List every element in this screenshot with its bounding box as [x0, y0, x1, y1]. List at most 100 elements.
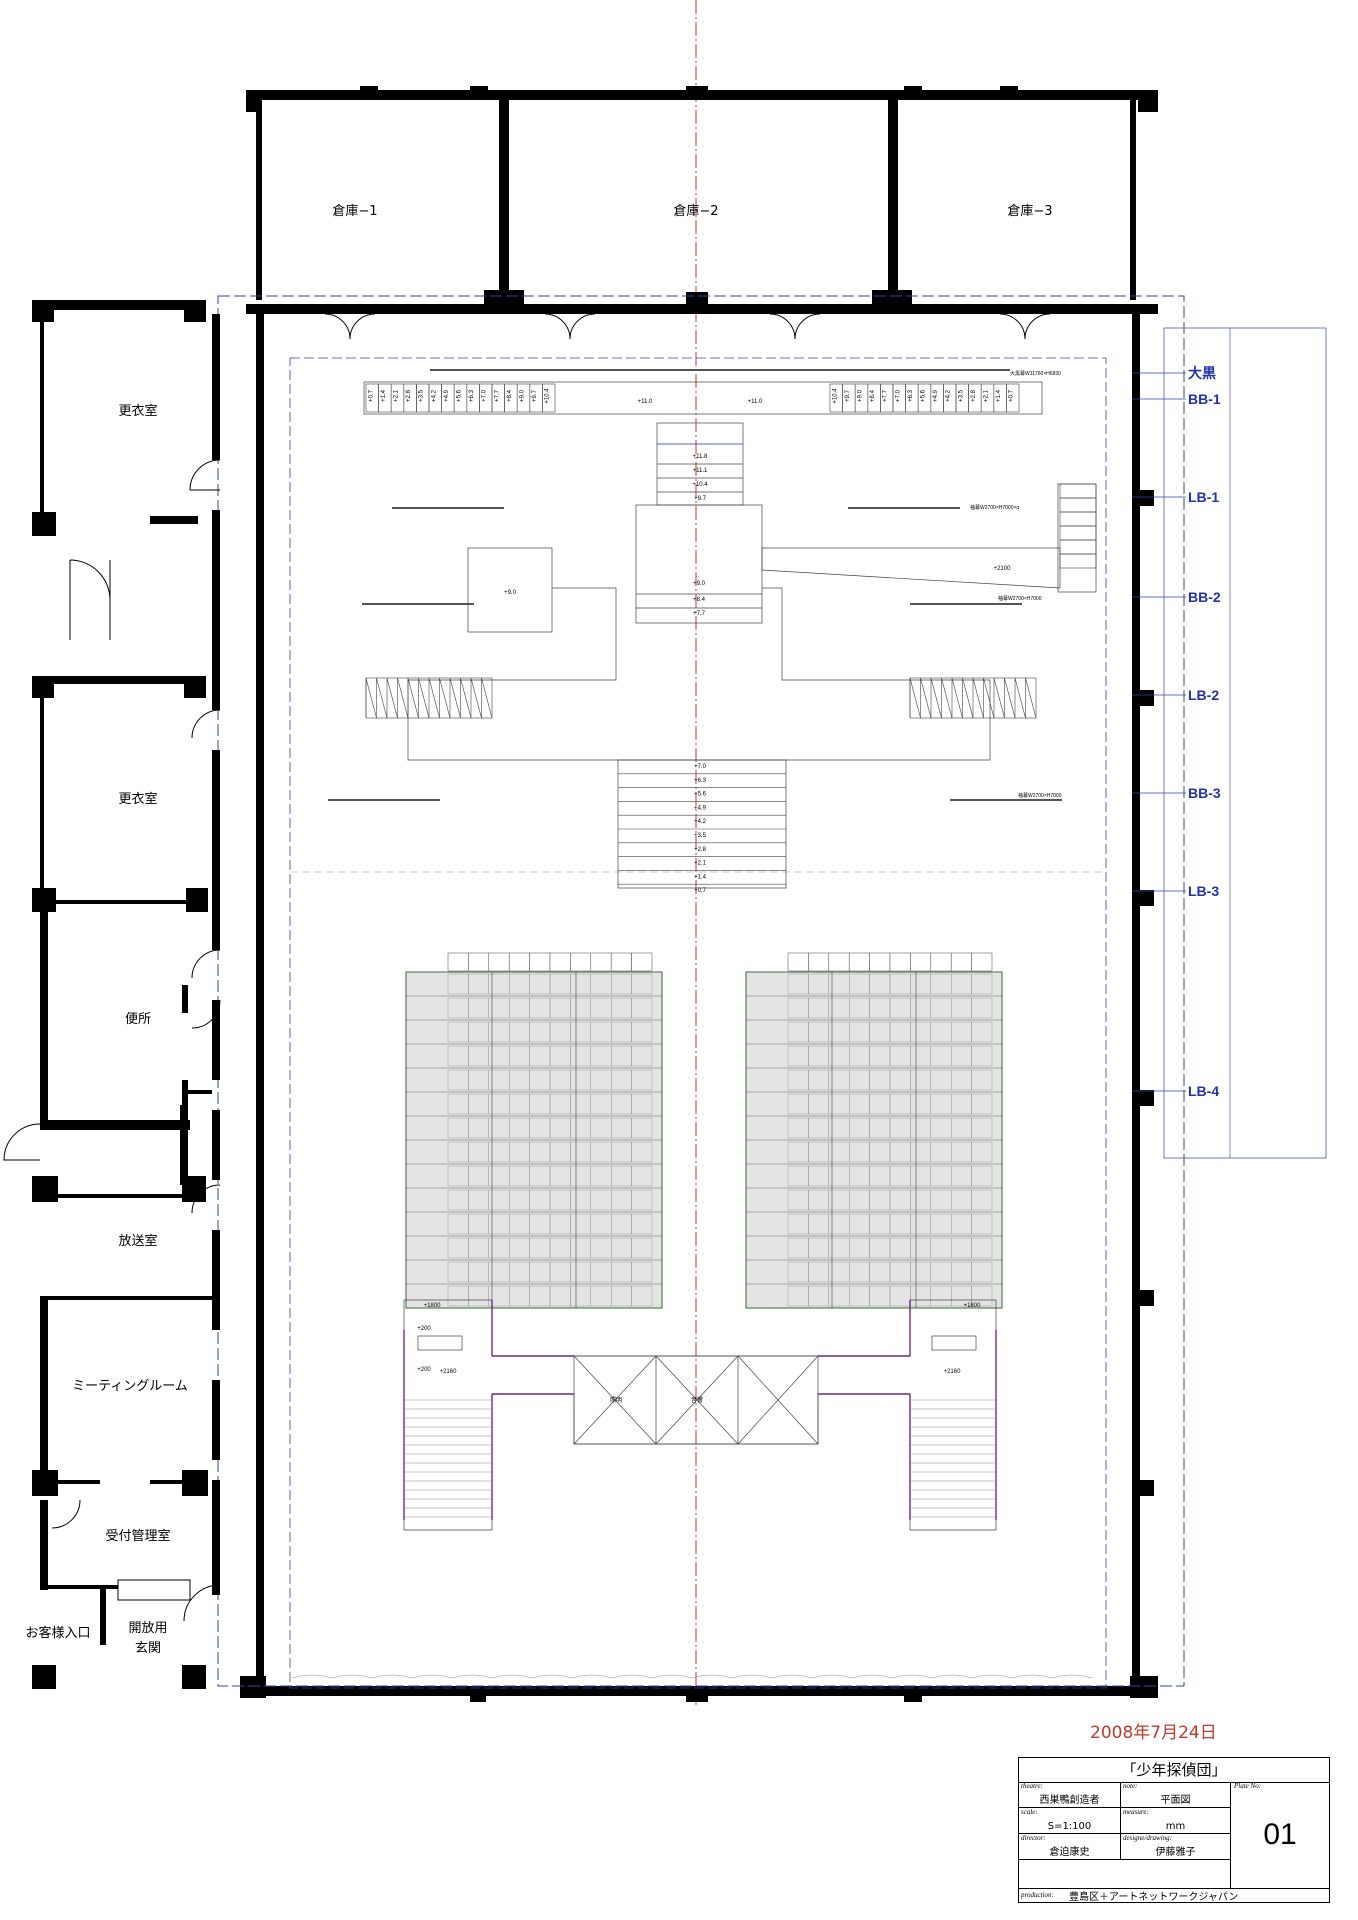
- side-step-tread: [962, 677, 974, 719]
- side-step-tread: [460, 677, 472, 719]
- storage3-label: 倉庫−3: [1007, 204, 1052, 219]
- side-step-tread: [983, 677, 995, 719]
- side-step-tread: [407, 677, 419, 719]
- center-block-level: +8.4: [693, 597, 706, 603]
- step-level: +0.7: [1009, 389, 1015, 402]
- note-value: 平面図: [1160, 1795, 1191, 1806]
- seat: [447, 952, 469, 972]
- seat: [971, 1213, 993, 1235]
- step-level: +4.9: [444, 389, 450, 402]
- theatre-value: 西巣鴨創造者: [1039, 1795, 1100, 1806]
- seat: [787, 952, 809, 972]
- step-level: +2.8: [971, 389, 977, 402]
- main-stair-level: +2.8: [694, 847, 707, 853]
- side-step-units: [365, 483, 1097, 719]
- date-label: 2008年7月24日: [1090, 1723, 1217, 1743]
- seat: [971, 1117, 993, 1139]
- seat: [631, 1213, 653, 1235]
- seat: [631, 973, 653, 995]
- step-level: +7.0: [482, 389, 488, 402]
- seat: [910, 952, 932, 972]
- dashed-outline-inner: [289, 357, 1107, 1689]
- seat: [971, 1141, 993, 1163]
- side-step-tread: [428, 677, 440, 719]
- curtain-top-label: 大黒幕W11760×H6830: [1010, 370, 1061, 377]
- main-stair-level: +1.4: [694, 874, 707, 880]
- main-stair-level: +7.0: [694, 764, 707, 770]
- upper-stair-level: +11.8: [693, 454, 708, 460]
- title-block: 「少年探偵団」 theatre: 西巣鴨創造者 note: 平面図 scale:…: [1018, 1757, 1330, 1903]
- curtain-1-label: 袖幕W2700×H7000×α: [970, 504, 1019, 511]
- design-value: 伊藤雅子: [1155, 1847, 1196, 1858]
- audience-seating: [405, 952, 1003, 1309]
- bar-label: BB-3: [1188, 785, 1221, 801]
- upper-stair-level: +9.7: [694, 496, 707, 502]
- side-step-tread: [1014, 677, 1026, 719]
- side-step-tread: [972, 677, 984, 719]
- seat: [971, 1069, 993, 1091]
- step-level: +4.2: [431, 389, 437, 402]
- step-level: +7.7: [494, 389, 500, 402]
- side-step-tread: [386, 677, 398, 719]
- right-1800: +1800: [964, 1303, 982, 1309]
- bar-label: LB-4: [1188, 1083, 1219, 1099]
- seat: [971, 952, 993, 972]
- side-step-tread: [1025, 677, 1037, 719]
- step-level: +10.4: [832, 388, 838, 404]
- upper-stair-level: +10.4: [692, 482, 708, 488]
- lighting-label: 照明: [610, 1397, 622, 1404]
- seat: [828, 952, 850, 972]
- step-level: +1.4: [996, 389, 1002, 402]
- bar-label: LB-3: [1188, 883, 1219, 899]
- storage-walls: [246, 86, 1158, 304]
- seat: [610, 952, 632, 972]
- storage1-label: 倉庫−1: [332, 204, 377, 219]
- step-level: +7.7: [883, 389, 889, 402]
- bar-label: BB-1: [1188, 391, 1221, 407]
- front-area: [403, 1299, 997, 1531]
- seat: [971, 973, 993, 995]
- seat: [971, 1285, 993, 1307]
- upper-stair: [656, 422, 744, 506]
- main-stair: +7.0+6.3+5.6+4.9+4.2+3.5+2.8+2.1+1.4+0.7: [617, 759, 787, 894]
- top-left-level: +11.0: [638, 399, 653, 405]
- left-room-doors: [3, 459, 221, 1622]
- dressing2-label: 更衣室: [118, 791, 157, 807]
- left-200b: +200: [417, 1367, 431, 1373]
- seat: [971, 1045, 993, 1067]
- main-stair-level: +2.1: [694, 861, 707, 867]
- right-stack-step: [1059, 497, 1097, 513]
- left-step-row: +0.7+1.4+2.1+2.8+3.5+4.2+4.9+5.6+6.3+7.0…: [365, 383, 556, 413]
- measure-key: measure:: [1123, 1808, 1149, 1816]
- hall-walls: [240, 304, 1158, 1702]
- storage2-label: 倉庫−2: [673, 204, 718, 219]
- scale-cell: scale: S=1:100: [1019, 1808, 1121, 1834]
- side-step-tread: [920, 677, 932, 719]
- bar-label: BB-2: [1188, 589, 1221, 605]
- side-step-tread: [909, 677, 921, 719]
- seat: [930, 952, 952, 972]
- seat: [529, 952, 551, 972]
- seat: [631, 1117, 653, 1139]
- step-level: +2.8: [406, 389, 412, 402]
- left-1800: +1800: [424, 1303, 442, 1309]
- side-step-tread: [365, 677, 377, 719]
- right-stack-step: [1059, 525, 1097, 541]
- measure-value: mm: [1165, 1821, 1186, 1832]
- side-step-tread: [951, 677, 963, 719]
- step-level: +2.1: [394, 389, 400, 402]
- toilet-label: 便所: [125, 1012, 151, 1027]
- production-title: 「少年探偵団」: [1019, 1758, 1329, 1783]
- step-level: +8.4: [507, 389, 513, 402]
- seat: [971, 1093, 993, 1115]
- step-level: +4.9: [933, 389, 939, 402]
- blank-cell: [1019, 1860, 1231, 1888]
- plate-number: 01: [1263, 1818, 1297, 1851]
- note-key: note:: [1123, 1782, 1138, 1790]
- upper-stair-level: +11.1: [693, 468, 708, 474]
- seat: [631, 1141, 653, 1163]
- center-block: [407, 483, 1097, 761]
- plate-cell: Plate No: 01: [1231, 1782, 1329, 1888]
- open-entry-label-1: 開放用: [128, 1621, 167, 1636]
- center-block-levels: +9.0+8.4+7.7: [693, 581, 706, 617]
